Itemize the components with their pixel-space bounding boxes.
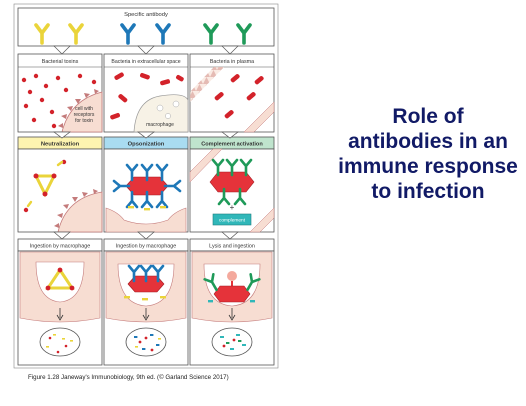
degraded-fragments — [134, 334, 161, 352]
label-lysis-ingestion: Lysis and ingestion — [209, 244, 255, 250]
plasma-bacteria — [214, 74, 264, 119]
complement-box — [212, 213, 252, 226]
degraded-fragments — [220, 334, 246, 350]
lysis-burst — [227, 271, 237, 281]
label-opsonization: Opsonization — [128, 142, 165, 148]
macrophage — [191, 251, 273, 323]
down-arrow — [56, 308, 64, 321]
macrophage — [105, 207, 187, 233]
degraded-fragments — [46, 334, 73, 354]
macrophage — [19, 251, 101, 323]
label-complement: complement — [219, 218, 246, 224]
label-ingestion-col1: Ingestion by macrophage — [30, 244, 91, 250]
note-cell-line3: for toxin — [75, 118, 93, 124]
phagolysosome — [211, 327, 253, 357]
note-macrophage: macrophage — [146, 122, 174, 128]
extracellular-bacteria — [110, 72, 184, 120]
chevron-arrows-row3 — [53, 231, 239, 240]
toxin-receptors — [54, 189, 98, 228]
neutralized-toxin-complex — [23, 159, 67, 213]
chevron-arrows-row1 — [53, 45, 239, 55]
down-arrow — [228, 308, 236, 321]
plus-sign: + — [230, 203, 235, 212]
lysed-bacterium — [213, 285, 251, 303]
note-cell-line1: cell with — [75, 106, 93, 112]
column-plasma-bacteria: Bacteria in plasma Complement activation… — [189, 53, 275, 366]
label-neutralization: Neutralization — [41, 142, 80, 148]
toxin-dots — [21, 73, 97, 129]
note-cell-line2: receptors — [74, 112, 95, 118]
column-extracellular-bacteria: Bacteria in extracellular space macropha… — [103, 53, 189, 366]
label-bacteria-plasma: Bacteria in plasma — [210, 59, 254, 65]
header-box — [17, 7, 275, 47]
slide-title: Role of antibodies in an immune response… — [338, 105, 518, 203]
phagolysosome — [39, 327, 81, 357]
toxin-receptors — [58, 89, 99, 128]
column-bacterial-toxins: Bacterial toxins cell with receptors for… — [17, 53, 103, 366]
figure-caption: Figure 1.28 Janeway's Immunobiology, 9th… — [28, 374, 229, 381]
header-label: Specific antibody — [124, 12, 168, 18]
label-complement-activation: Complement activation — [201, 142, 263, 148]
phagolysosome — [125, 327, 167, 357]
macrophage — [105, 251, 187, 323]
vessel-wall — [243, 101, 275, 133]
chevron-arrows-row2 — [52, 131, 240, 139]
down-arrow — [142, 308, 150, 321]
label-ingestion-col2: Ingestion by macrophage — [116, 244, 177, 250]
label-extracellular-space: Bacteria in extracellular space — [111, 59, 180, 65]
host-cell — [57, 191, 103, 233]
host-cell — [61, 91, 103, 133]
label-bacterial-toxins: Bacterial toxins — [42, 59, 79, 65]
